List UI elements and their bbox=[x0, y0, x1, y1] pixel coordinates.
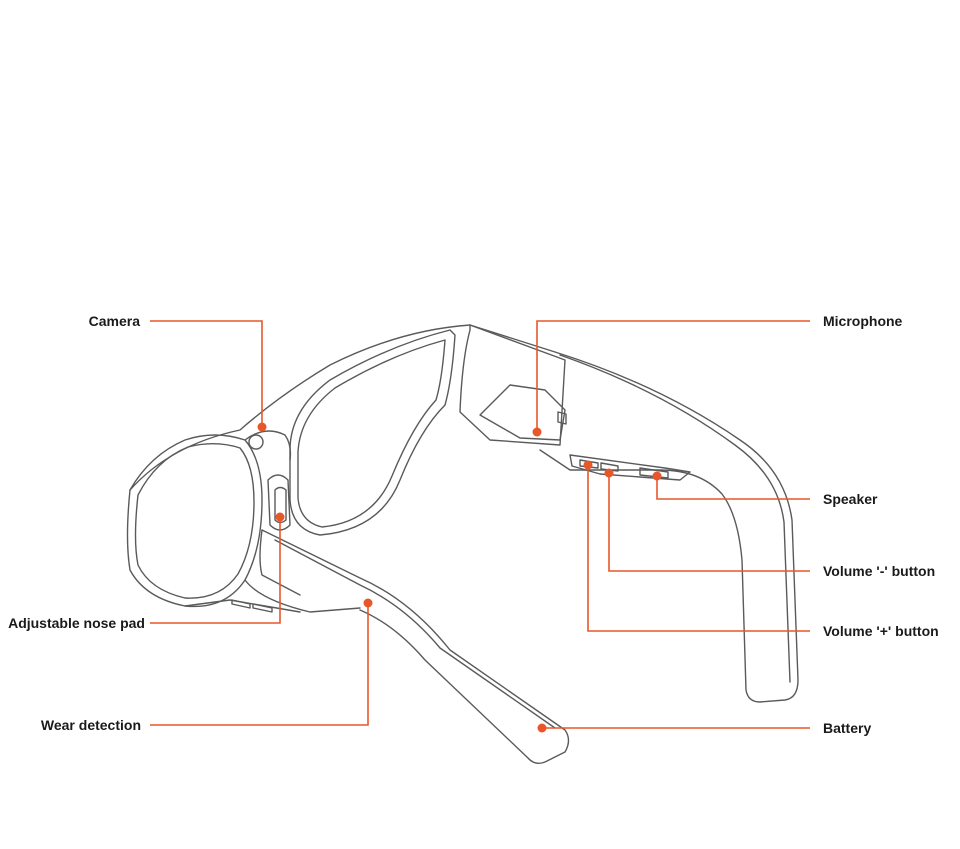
volume-minus-dot bbox=[604, 468, 614, 478]
volume-plus-leader bbox=[587, 465, 810, 632]
near-temple-arm-edge bbox=[274, 539, 556, 729]
camera-label: Camera bbox=[88, 313, 140, 329]
left-lens-outer bbox=[126, 434, 263, 608]
frame-underside bbox=[184, 599, 301, 613]
nose-pad-dot bbox=[275, 512, 285, 522]
volume-minus-label: Volume '-' button bbox=[823, 563, 936, 579]
bridge bbox=[244, 430, 292, 461]
wear-detection-label: Wear detection bbox=[40, 717, 141, 733]
battery-dot bbox=[537, 723, 547, 733]
volume-minus-btn bbox=[579, 459, 599, 469]
microphone-dot bbox=[532, 427, 542, 437]
side-sensor bbox=[557, 411, 567, 425]
wear-detection-leader bbox=[150, 603, 369, 726]
hinge-block bbox=[459, 324, 566, 446]
button-strip bbox=[569, 454, 691, 481]
frame-top bbox=[129, 324, 471, 491]
nose-pad-inner bbox=[274, 486, 287, 524]
speaker-leader bbox=[656, 476, 810, 500]
camera-dot bbox=[257, 422, 267, 432]
camera-leader bbox=[150, 320, 263, 427]
microphone-label: Microphone bbox=[823, 313, 903, 329]
camera-ring bbox=[248, 434, 264, 450]
hinge-inset bbox=[479, 384, 566, 441]
right-lens-inner bbox=[297, 339, 446, 528]
speaker-label: Speaker bbox=[823, 491, 878, 507]
far-temple-arm bbox=[469, 324, 799, 703]
callout-lines bbox=[150, 320, 810, 729]
volume-plus-btn bbox=[600, 462, 619, 472]
far-temple-arm-inner bbox=[559, 354, 791, 683]
left-lens-inner bbox=[134, 443, 255, 599]
speaker-dot bbox=[652, 471, 662, 481]
volume-minus-leader bbox=[608, 473, 810, 572]
frame-bottom bbox=[244, 579, 361, 613]
volume-plus-dot bbox=[583, 460, 593, 470]
right-lens-outer bbox=[289, 329, 456, 536]
callout-dots bbox=[257, 422, 662, 733]
bottom-slot bbox=[231, 599, 251, 609]
wear-detection-dot bbox=[363, 598, 373, 608]
battery-label: Battery bbox=[823, 720, 872, 736]
volume-plus-label: Volume '+' button bbox=[823, 623, 939, 639]
bottom-slot-2 bbox=[252, 603, 273, 613]
near-temple-arm bbox=[261, 529, 570, 765]
glasses-outline bbox=[126, 324, 799, 765]
nose-pad-leader bbox=[150, 517, 281, 624]
nose-pad-left bbox=[267, 474, 291, 531]
nose-pad-label: Adjustable nose pad bbox=[8, 615, 145, 631]
arm-connection bbox=[259, 529, 301, 596]
microphone-leader bbox=[536, 320, 810, 432]
speaker-grill bbox=[639, 467, 669, 479]
